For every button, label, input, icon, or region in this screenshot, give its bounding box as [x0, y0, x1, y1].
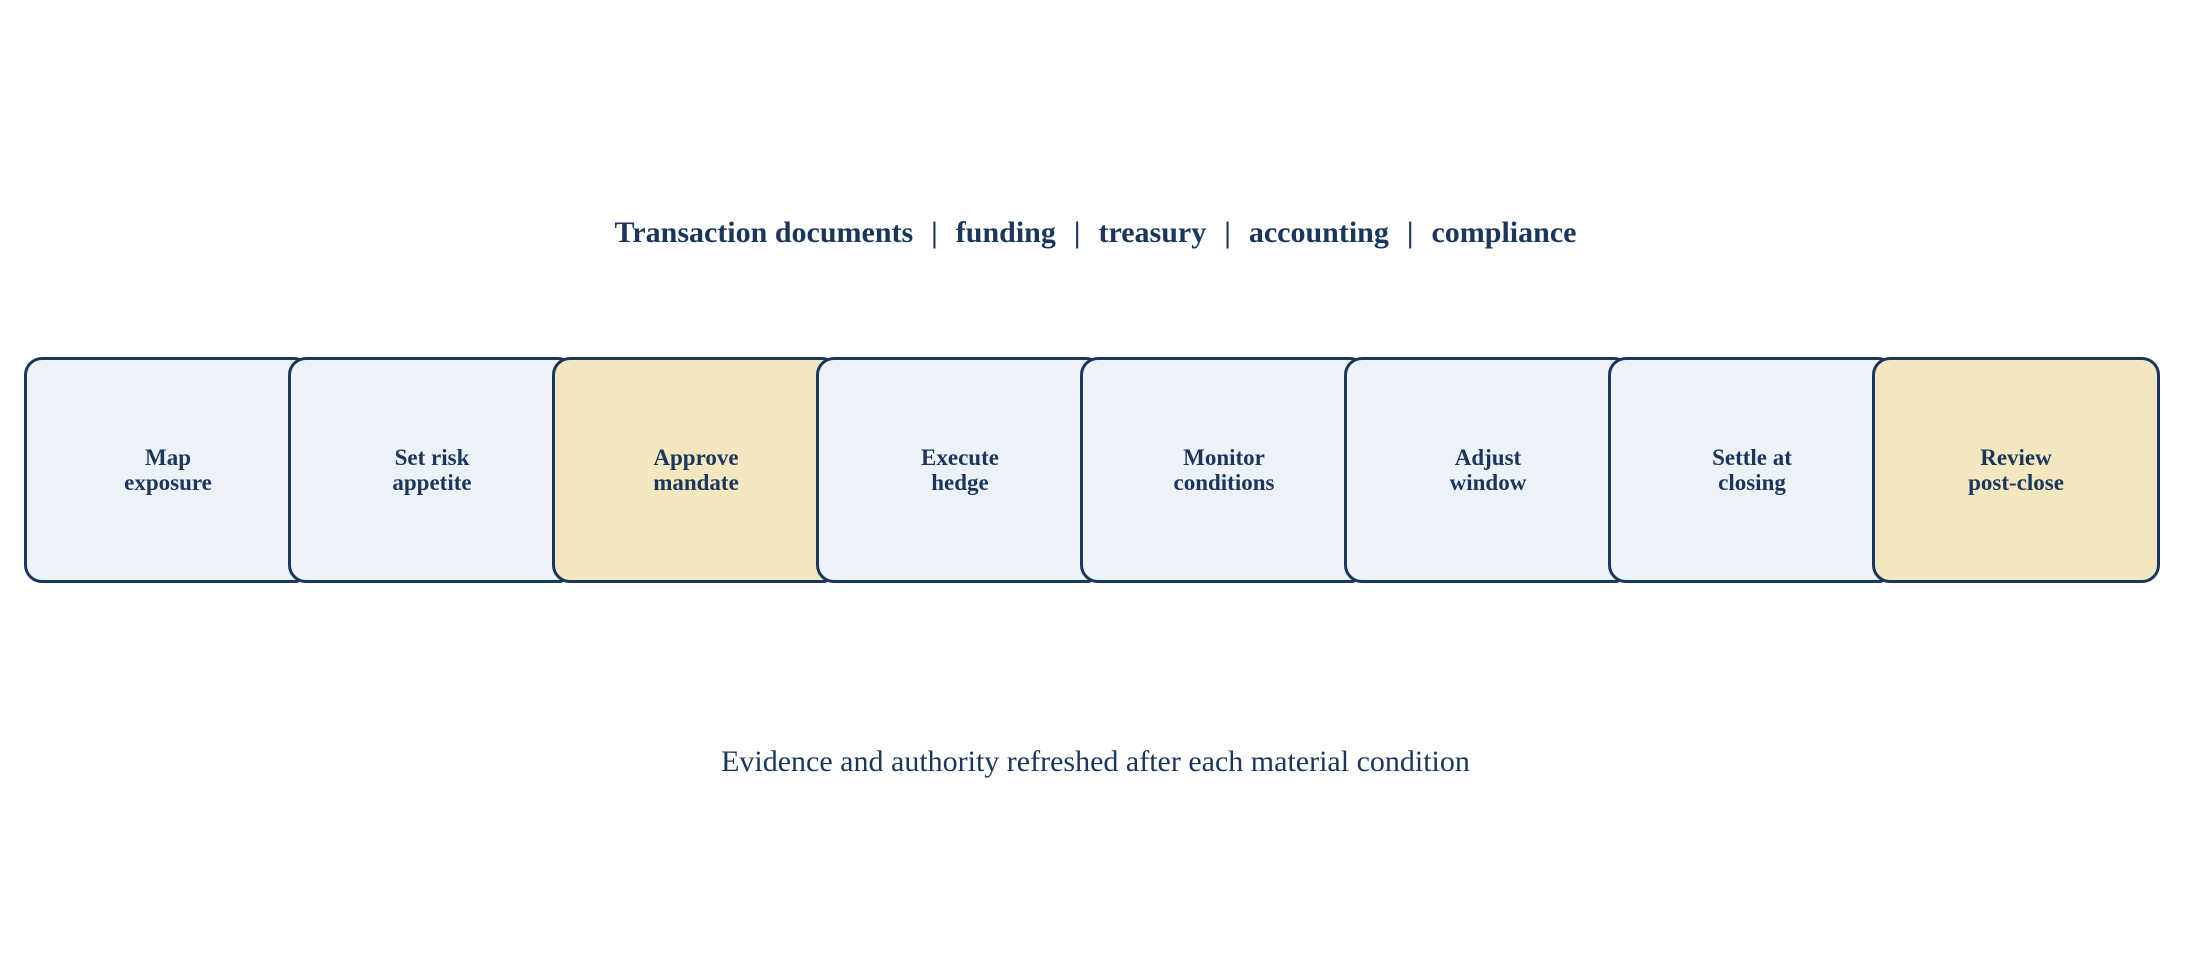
- stage-monitor-conditions: Monitor conditions: [1080, 357, 1368, 583]
- stage-label-line2: closing: [1718, 470, 1786, 495]
- stage-label: Settle at closing: [1712, 445, 1792, 495]
- header-separator: |: [1406, 216, 1414, 249]
- stage-set-risk-appetite: Set risk appetite: [288, 357, 576, 583]
- stage-label-line1: Settle at: [1712, 445, 1792, 470]
- stage-label-line1: Map: [145, 445, 191, 470]
- stage-review-post-close: Review post-close: [1872, 357, 2160, 583]
- stage-label: Review post-close: [1968, 445, 2064, 495]
- scope-header: Transaction documents | funding | treasu…: [0, 208, 2191, 258]
- stage-label-line1: Execute: [921, 445, 999, 470]
- stage-label-line2: mandate: [653, 470, 739, 495]
- header-term-transaction-documents: Transaction documents: [614, 216, 914, 249]
- stage-label-line2: post-close: [1968, 470, 2064, 495]
- stage-label: Monitor conditions: [1174, 445, 1275, 495]
- footer-note: Evidence and authority refreshed after e…: [721, 745, 1470, 778]
- header-separator: |: [1073, 216, 1081, 249]
- stage-label: Approve mandate: [653, 445, 739, 495]
- stage-label-line2: exposure: [124, 470, 212, 495]
- stage-label: Map exposure: [124, 445, 212, 495]
- stage-label: Adjust window: [1450, 445, 1527, 495]
- stage-label-line2: hedge: [931, 470, 989, 495]
- stage-label-line2: conditions: [1173, 470, 1275, 495]
- header-term-compliance: compliance: [1431, 216, 1577, 249]
- header-term-treasury: treasury: [1098, 216, 1207, 249]
- stage-label-line2: window: [1449, 470, 1527, 495]
- header-separator: |: [1224, 216, 1231, 249]
- stage-label-line1: Set risk: [394, 445, 470, 470]
- stage-execute-hedge: Execute hedge: [816, 357, 1104, 583]
- stage-adjust-window: Adjust window: [1344, 357, 1632, 583]
- stage-label-line2: appetite: [392, 470, 472, 495]
- stage-label-line1: Approve: [653, 445, 739, 470]
- header-term-accounting: accounting: [1248, 216, 1389, 249]
- header-separator: |: [931, 216, 938, 249]
- stage-label: Set risk appetite: [392, 445, 471, 495]
- stage-settle-at-closing: Settle at closing: [1608, 357, 1896, 583]
- header-term-funding: funding: [955, 216, 1056, 249]
- stage-approve-mandate: Approve mandate: [552, 357, 840, 583]
- stage-label: Execute hedge: [921, 445, 999, 495]
- stage-label-line1: Monitor: [1183, 445, 1265, 470]
- stage-label-line1: Review: [1980, 445, 2052, 470]
- stage-label-line1: Adjust: [1454, 445, 1522, 470]
- stage-map-exposure: Map exposure: [24, 357, 312, 583]
